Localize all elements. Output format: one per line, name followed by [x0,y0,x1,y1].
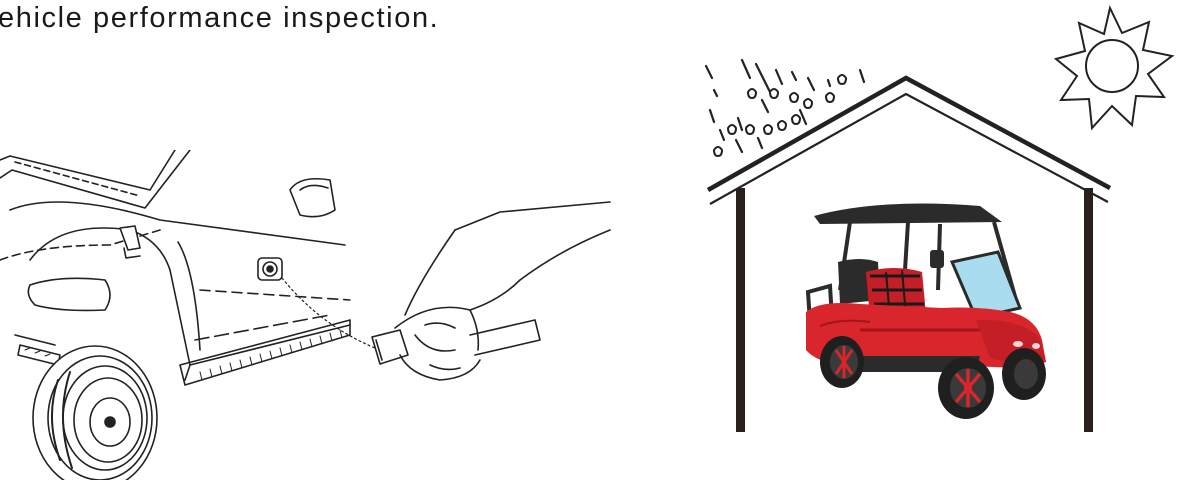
sun-icon [1056,8,1172,128]
charging-cart-illustration [0,150,620,480]
golf-cart-icon [806,204,1046,419]
instruction-text: ehicle performance inspection. [0,2,439,35]
cart-under-shelter-illustration [680,0,1179,440]
